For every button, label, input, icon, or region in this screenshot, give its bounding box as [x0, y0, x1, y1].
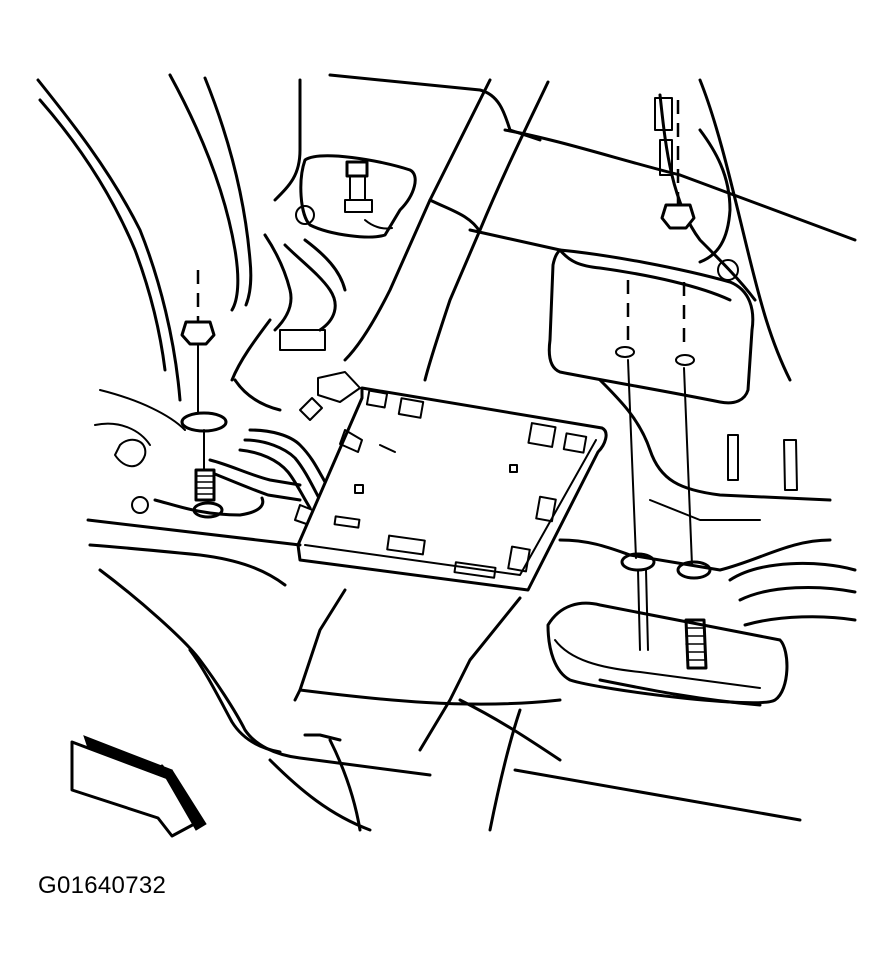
right-pillar	[626, 78, 792, 382]
left-pillar-outline	[36, 73, 253, 468]
upper-stud-bracket	[295, 154, 417, 239]
control-module	[296, 386, 608, 592]
lower-floor-panels	[86, 518, 802, 832]
right-lower-studs	[620, 359, 798, 670]
figure-id-label: G01640732	[38, 872, 167, 899]
floor-tunnel-outline	[273, 73, 857, 382]
wire-harness	[203, 233, 361, 529]
right-cover-panel	[547, 248, 755, 405]
right-floor-pan	[546, 378, 857, 705]
front-direction-arrow	[70, 735, 207, 838]
left-bolt	[131, 270, 265, 519]
